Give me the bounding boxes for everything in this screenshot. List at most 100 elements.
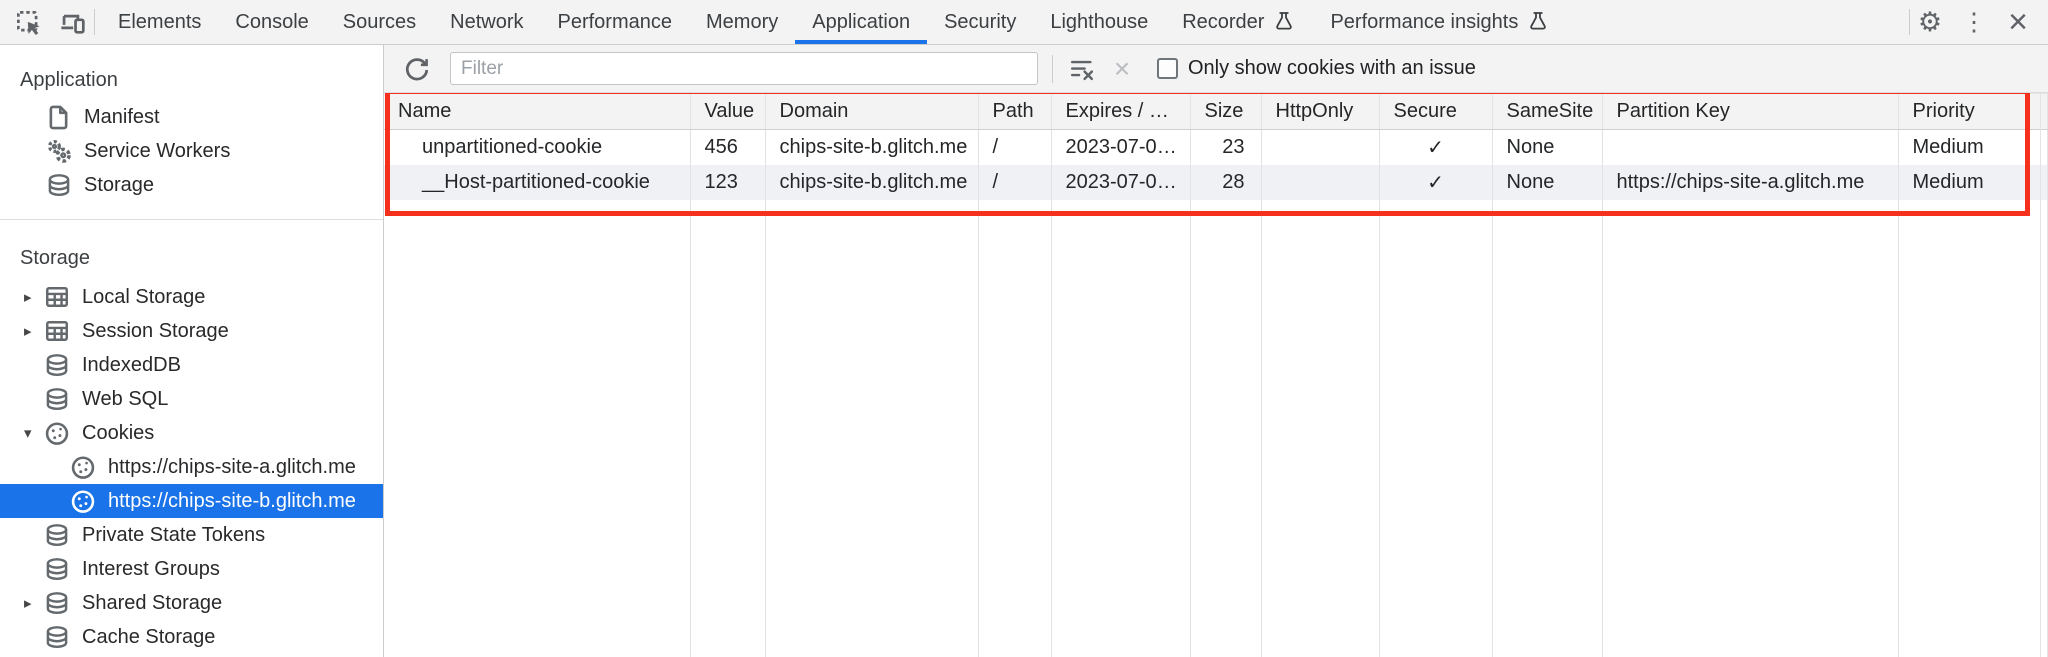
- device-toolbar-icon[interactable]: [50, 0, 94, 44]
- cell-secure-checkmark[interactable]: ✓: [1379, 129, 1493, 165]
- sidebar-item-storage[interactable]: Storage: [0, 168, 383, 202]
- cell-value[interactable]: 456: [690, 129, 766, 165]
- sidebar-item-cookies-chips-site-a[interactable]: https://chips-site-a.glitch.me: [0, 450, 383, 484]
- table-icon: [46, 321, 68, 341]
- cell-path[interactable]: /: [978, 129, 1052, 165]
- database-icon: [46, 626, 68, 649]
- database-icon: [46, 558, 68, 581]
- cookie-icon: [71, 490, 95, 513]
- cell-size[interactable]: 28: [1190, 164, 1262, 200]
- cookie-icon: [45, 422, 69, 445]
- sidebar-item-private-state-tokens[interactable]: Private State Tokens: [0, 518, 383, 552]
- cookies-table: Name Value Domain Path Expires / M… Size…: [384, 93, 2048, 657]
- column-header-httponly[interactable]: HttpOnly: [1261, 93, 1380, 130]
- column-header-priority[interactable]: Priority: [1898, 93, 2048, 130]
- sidebar-item-local-storage[interactable]: ▸ Local Storage: [0, 280, 383, 314]
- cookie-row-unpartitioned[interactable]: unpartitioned-cookie 456 chips-site-b.gl…: [384, 129, 2048, 165]
- sidebar-item-cache-storage[interactable]: Cache Storage: [0, 620, 383, 654]
- tab-sources[interactable]: Sources: [342, 10, 417, 33]
- tab-console[interactable]: Console: [235, 10, 309, 33]
- toolbar-separator: [1909, 9, 1910, 35]
- sidebar-divider: [0, 219, 383, 220]
- cell-path[interactable]: /: [978, 164, 1052, 200]
- chevron-collapsed-icon[interactable]: ▸: [24, 323, 32, 340]
- service-workers-icon: [47, 139, 71, 163]
- filter-input[interactable]: [450, 52, 1038, 85]
- cell-samesite[interactable]: None: [1492, 129, 1603, 165]
- settings-gear-icon[interactable]: ⚙: [1917, 6, 1943, 37]
- cell-httponly[interactable]: [1261, 129, 1380, 165]
- sidebar-item-service-workers[interactable]: Service Workers: [0, 134, 383, 168]
- tab-application[interactable]: Application: [795, 0, 927, 44]
- inspect-element-icon[interactable]: [6, 0, 50, 44]
- column-header-value[interactable]: Value: [690, 93, 766, 130]
- column-header-samesite[interactable]: SameSite: [1492, 93, 1603, 130]
- database-icon: [46, 388, 68, 411]
- sidebar-item-label: Shared Storage: [82, 591, 223, 614]
- column-header-secure[interactable]: Secure: [1379, 93, 1493, 130]
- sidebar-item-label: Web SQL: [82, 387, 169, 410]
- cell-domain[interactable]: chips-site-b.glitch.me: [765, 129, 979, 165]
- column-header-expires[interactable]: Expires / M…: [1051, 93, 1191, 130]
- only-issue-checkbox[interactable]: [1157, 58, 1178, 79]
- close-devtools-icon[interactable]: ×: [2008, 3, 2028, 41]
- cell-expires[interactable]: 2023-07-07…: [1051, 164, 1191, 200]
- cell-httponly[interactable]: [1261, 164, 1380, 200]
- sidebar-item-label: IndexedDB: [82, 353, 181, 376]
- cell-value[interactable]: 123: [690, 164, 766, 200]
- more-options-icon[interactable]: ⋮: [1961, 8, 1987, 36]
- tab-label: Recorder: [1182, 10, 1265, 33]
- clear-filter-icon[interactable]: [1065, 52, 1099, 86]
- cell-name[interactable]: unpartitioned-cookie: [384, 129, 691, 165]
- sidebar-item-session-storage[interactable]: ▸ Session Storage: [0, 314, 383, 348]
- chevron-expanded-icon[interactable]: ▾: [24, 425, 32, 442]
- sidebar-item-web-sql[interactable]: Web SQL: [0, 382, 383, 416]
- tab-security[interactable]: Security: [944, 10, 1017, 33]
- sidebar-item-manifest[interactable]: Manifest: [0, 100, 383, 134]
- sidebar-item-cookies[interactable]: ▾ Cookies: [0, 416, 383, 450]
- database-icon: [46, 354, 68, 377]
- column-header-partition-key[interactable]: Partition Key: [1602, 93, 1899, 130]
- database-icon: [46, 524, 68, 547]
- tab-lighthouse[interactable]: Lighthouse: [1050, 10, 1149, 33]
- sidebar-item-interest-groups[interactable]: Interest Groups: [0, 552, 383, 586]
- tab-recorder[interactable]: Recorder: [1165, 0, 1313, 44]
- cell-size[interactable]: 23: [1190, 129, 1262, 165]
- tab-performance-insights[interactable]: Performance insights: [1313, 0, 1567, 44]
- sidebar-item-indexeddb[interactable]: IndexedDB: [0, 348, 383, 382]
- cookies-filter-bar: × Only show cookies with an issue: [384, 45, 2048, 93]
- column-header-size[interactable]: Size: [1190, 93, 1262, 130]
- cookie-row-host-partitioned[interactable]: __Host-partitioned-cookie 123 chips-site…: [384, 164, 2048, 200]
- cell-partition-key[interactable]: https://chips-site-a.glitch.me: [1602, 164, 1899, 200]
- cell-name[interactable]: __Host-partitioned-cookie: [384, 164, 691, 200]
- cookie-icon: [71, 456, 95, 479]
- cell-secure-checkmark[interactable]: ✓: [1379, 164, 1493, 200]
- tab-memory[interactable]: Memory: [706, 10, 779, 33]
- cell-partition-key[interactable]: [1602, 129, 1899, 165]
- sidebar-item-label: Service Workers: [84, 139, 231, 162]
- table-header-row: Name Value Domain Path Expires / M… Size…: [384, 93, 2048, 130]
- cell-samesite[interactable]: None: [1492, 164, 1603, 200]
- chevron-collapsed-icon[interactable]: ▸: [24, 289, 32, 306]
- refresh-icon[interactable]: [400, 52, 434, 86]
- toolbar-right-controls: ⚙ ⋮ ×: [1910, 0, 2048, 44]
- only-issue-checkbox-label[interactable]: Only show cookies with an issue: [1188, 57, 1476, 79]
- column-header-domain[interactable]: Domain: [765, 93, 979, 130]
- tab-network[interactable]: Network: [450, 10, 524, 33]
- sidebar-item-cookies-chips-site-b[interactable]: https://chips-site-b.glitch.me: [0, 484, 383, 518]
- sidebar-item-label: Manifest: [84, 105, 160, 128]
- cell-priority[interactable]: Medium: [1898, 129, 2048, 165]
- experiment-flask-icon: [1272, 10, 1296, 34]
- clear-icon[interactable]: ×: [1113, 52, 1131, 84]
- chevron-collapsed-icon[interactable]: ▸: [24, 595, 32, 612]
- cell-domain[interactable]: chips-site-b.glitch.me: [765, 164, 979, 200]
- tab-elements[interactable]: Elements: [118, 10, 202, 33]
- column-header-name[interactable]: Name: [384, 93, 691, 130]
- sidebar-item-shared-storage[interactable]: ▸ Shared Storage: [0, 586, 383, 620]
- tab-performance[interactable]: Performance: [557, 10, 673, 33]
- cell-priority[interactable]: Medium: [1898, 164, 2048, 200]
- cell-expires[interactable]: 2023-07-07…: [1051, 129, 1191, 165]
- column-header-path[interactable]: Path: [978, 93, 1052, 130]
- experiment-flask-icon: [1526, 10, 1550, 34]
